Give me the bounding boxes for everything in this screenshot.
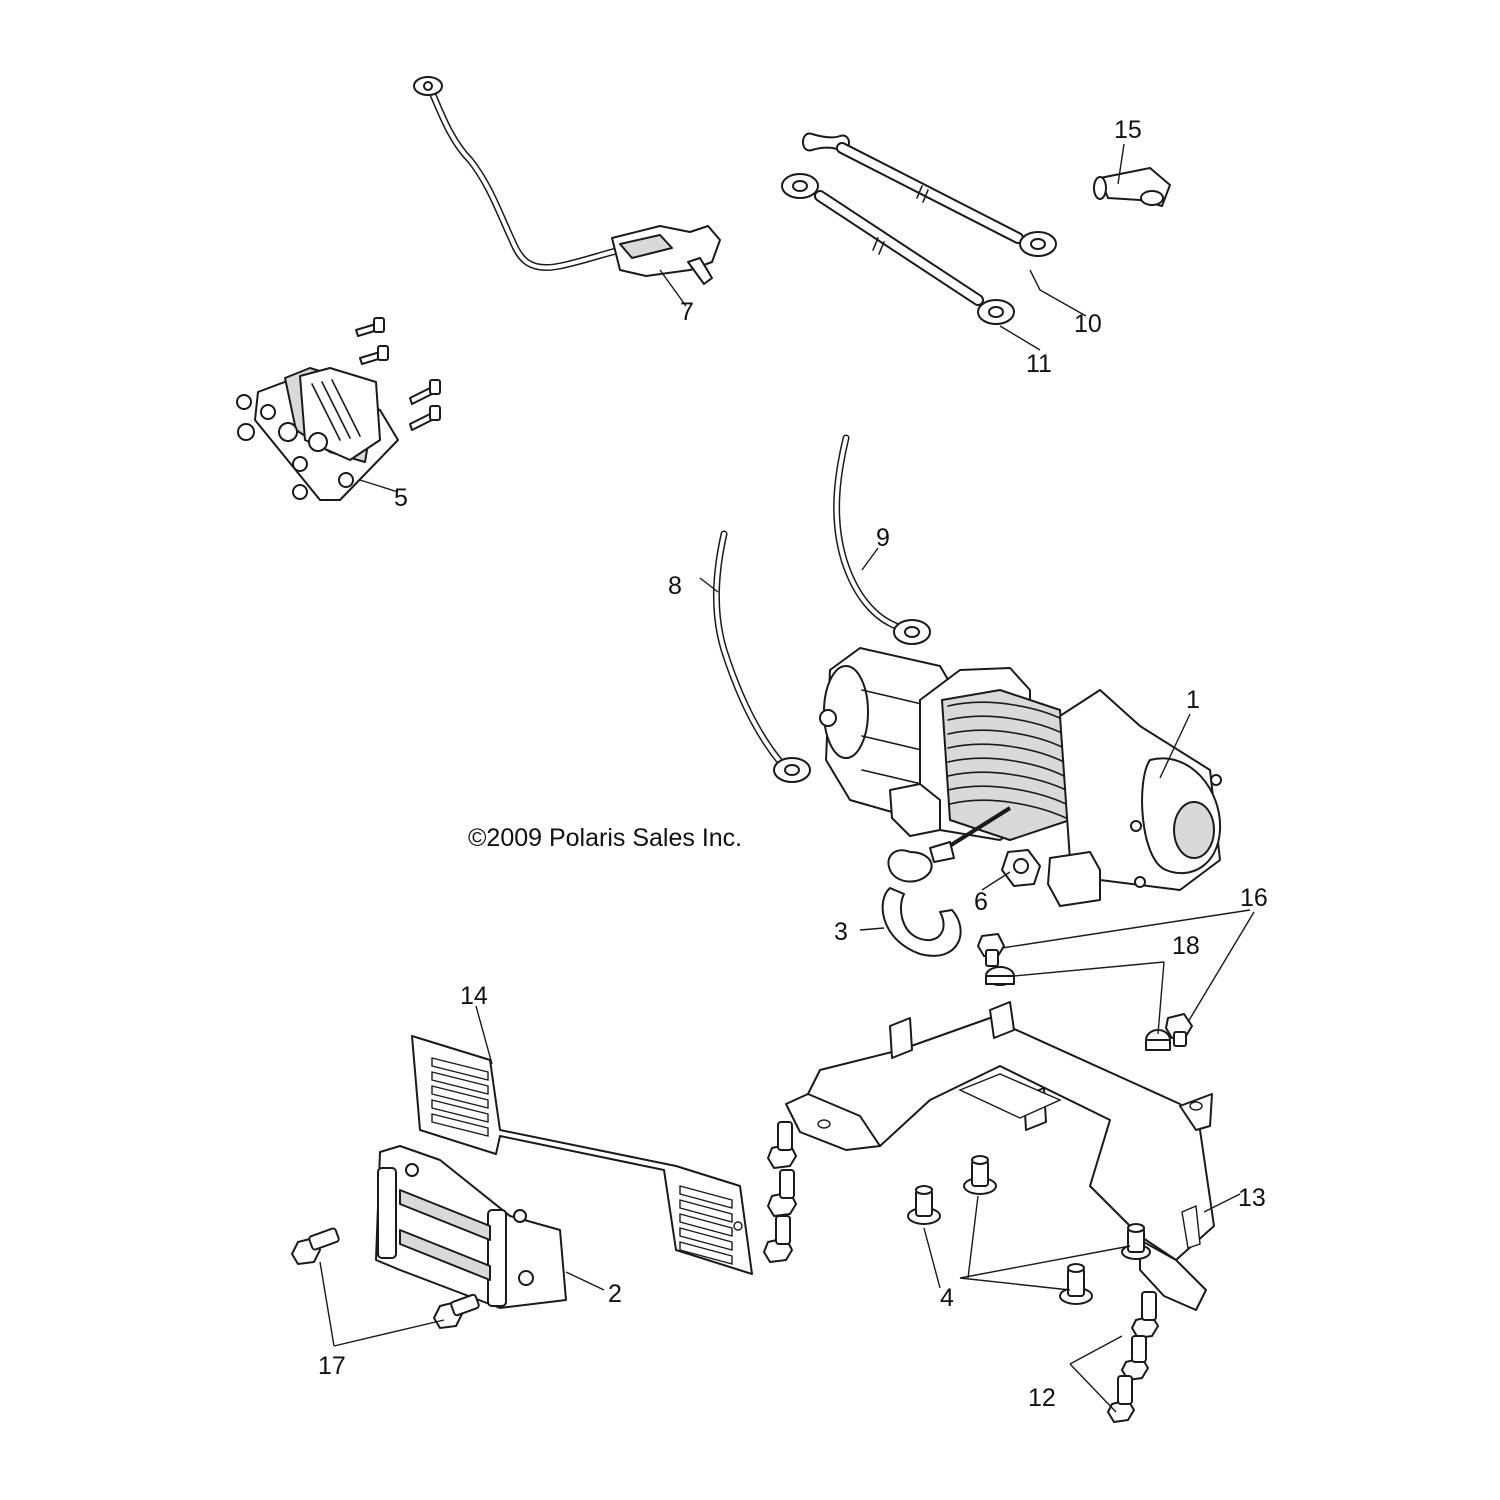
callout-17: 17 — [318, 1352, 346, 1380]
part-14-plate — [411, 1035, 753, 1275]
callout-12: 12 — [1028, 1384, 1056, 1412]
callout-5: 5 — [394, 484, 408, 512]
part-13-mount-plate — [785, 1001, 1215, 1311]
part-14-vents-left — [431, 1057, 489, 1137]
callout-16: 16 — [1240, 884, 1268, 912]
part-3-hook — [881, 841, 962, 957]
part-16-bolt — [977, 933, 1193, 1047]
part-2-fairlead — [375, 1145, 567, 1309]
callout-18: 18 — [1172, 932, 1200, 960]
callout-14: 14 — [460, 982, 488, 1010]
part-8-cable — [712, 530, 811, 783]
callout-4: 4 — [940, 1284, 954, 1312]
part-1-winch — [819, 647, 1222, 907]
copyright-text: ©2009 Polaris Sales Inc. — [468, 824, 742, 852]
plate-bolts — [763, 1121, 797, 1263]
callout-10: 10 — [1074, 310, 1102, 338]
part-12-bolts — [1107, 1291, 1159, 1423]
part-11-cable — [781, 173, 1015, 325]
leader-lines — [319, 143, 1255, 1413]
part-7-switch-cord — [413, 76, 721, 285]
callout-8: 8 — [668, 572, 682, 600]
callout-6: 6 — [974, 888, 988, 916]
part-5-contactor — [236, 317, 441, 501]
callout-7: 7 — [680, 298, 694, 326]
part-4-bolts — [907, 1155, 1151, 1305]
callout-11: 11 — [1026, 350, 1052, 378]
part-10-cable — [802, 132, 1057, 257]
callout-3: 3 — [834, 918, 848, 946]
callout-9: 9 — [876, 524, 890, 552]
part-14-vents-right — [679, 1185, 733, 1265]
callout-15: 15 — [1114, 116, 1142, 144]
part-15-boot — [1093, 167, 1171, 207]
callout-13: 13 — [1238, 1184, 1266, 1212]
callout-1: 1 — [1186, 686, 1200, 714]
callout-2: 2 — [608, 1280, 622, 1308]
part-6-nut — [1001, 849, 1041, 887]
part-17-bolts — [291, 1227, 480, 1329]
part-9-cable — [833, 434, 931, 645]
callouts: 1 2 3 4 5 6 7 8 9 10 11 12 13 14 15 16 1… — [318, 116, 1268, 1412]
